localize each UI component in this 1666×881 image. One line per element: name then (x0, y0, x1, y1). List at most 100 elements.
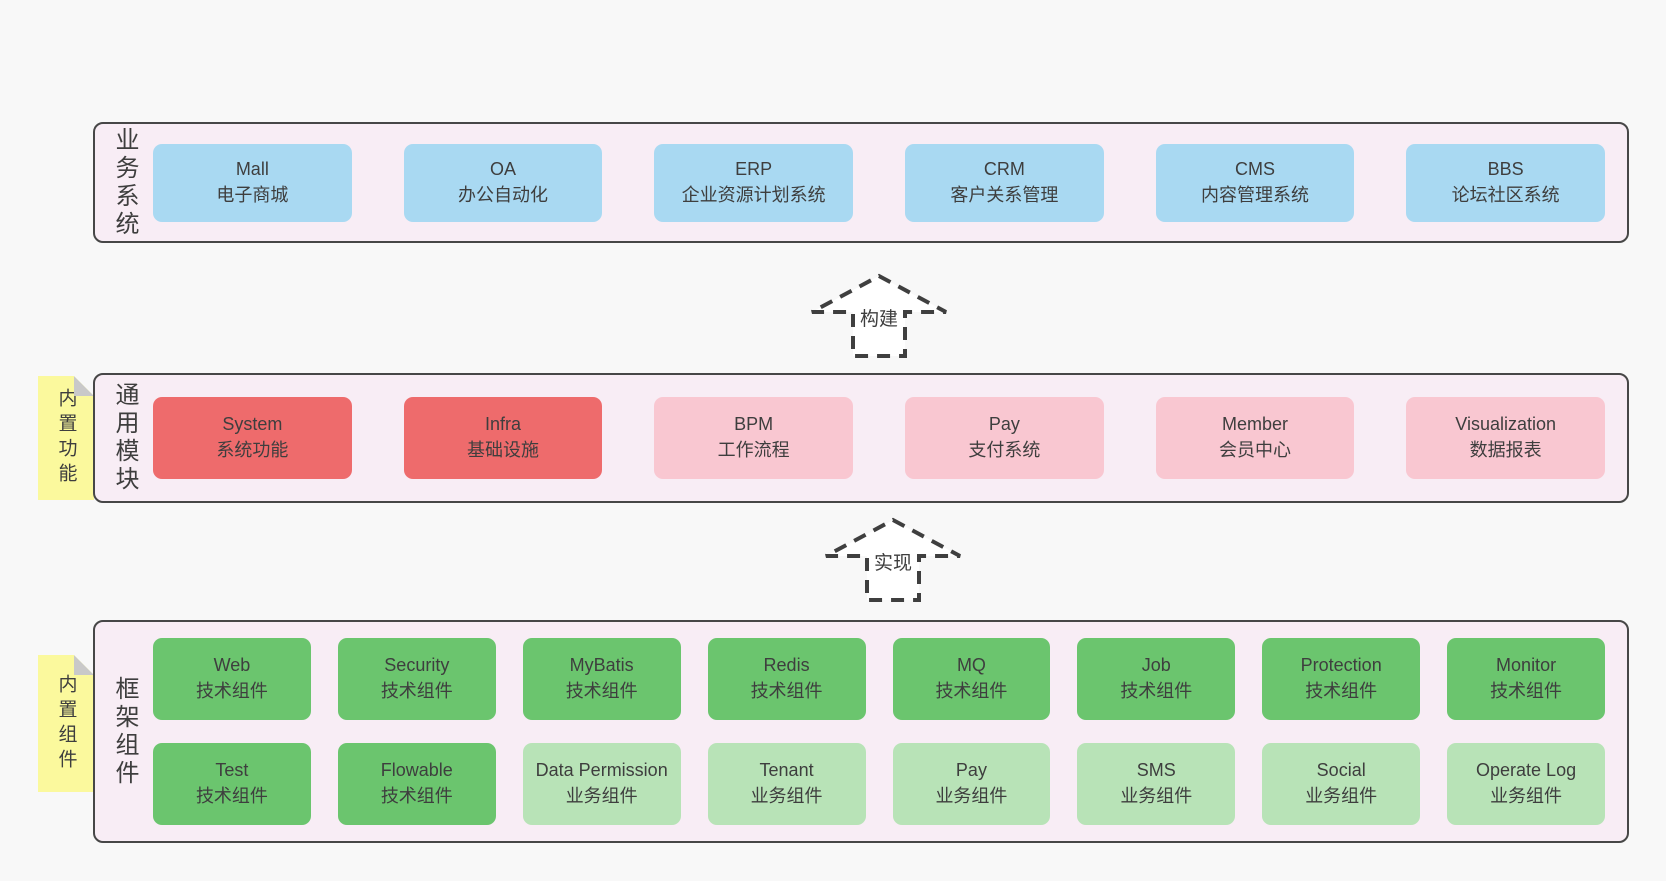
box-subtitle: 技术组件 (935, 681, 1008, 701)
box-subtitle: 技术组件 (195, 681, 268, 701)
box-mq: MQ 技术组件 (892, 638, 1051, 720)
box-subtitle: 工作流程 (717, 440, 790, 460)
arrow-implement: 实现 (823, 517, 963, 603)
box-name: MyBatis (569, 655, 634, 676)
box-subtitle: 业务组件 (1120, 786, 1193, 806)
box-subtitle: 论坛社区系统 (1451, 184, 1560, 205)
box-member: Member 会员中心 (1155, 397, 1355, 479)
band-label-text: 通用模块 (111, 382, 138, 494)
sticky-built-in-components: 内置组件 (38, 655, 94, 792)
box-name: Pay (988, 414, 1020, 435)
box-subtitle: 技术组件 (1305, 681, 1378, 701)
box-subtitle: 基础设施 (466, 440, 539, 460)
box-social: Social 业务组件 (1262, 743, 1421, 825)
box-name: Social (1316, 760, 1366, 781)
box-subtitle: 业务组件 (1490, 786, 1563, 806)
box-sms: SMS 业务组件 (1077, 743, 1236, 825)
box-name: OA (489, 158, 516, 179)
box-test: Test 技术组件 (153, 743, 311, 825)
box-subtitle: 技术组件 (565, 681, 638, 701)
box-oa: OA 办公自动化 (403, 143, 603, 222)
folded-corner-icon (74, 655, 94, 675)
box-subtitle: 办公自动化 (457, 184, 548, 205)
box-data-permission: Data Permission 业务组件 (522, 743, 681, 825)
box-cms: CMS 内容管理系统 (1155, 143, 1355, 222)
box-name: Flowable (380, 760, 453, 781)
box-name: Visualization (1455, 414, 1557, 435)
box-bbs: BBS 论坛社区系统 (1406, 143, 1605, 222)
box-redis: Redis 技术组件 (707, 638, 866, 720)
box-name: System (222, 414, 283, 435)
band-framework-components: 框架组件 Web 技术组件 Security 技术组件 MyBatis 技术组件… (93, 620, 1629, 843)
box-subtitle: 技术组件 (195, 786, 268, 806)
box-bpm: BPM 工作流程 (654, 397, 853, 479)
box-name: Web (213, 655, 251, 676)
box-name: Tenant (759, 760, 814, 781)
box-mall: Mall 电子商城 (153, 143, 352, 222)
band-label-text: 业务系统 (111, 126, 138, 239)
box-name: SMS (1136, 760, 1176, 781)
box-tenant: Tenant 业务组件 (707, 743, 866, 825)
sticky-built-in-features: 内置功能 (38, 376, 94, 500)
band-label-components: 框架组件 (95, 622, 153, 841)
box-subtitle: 业务组件 (565, 786, 638, 806)
up-block-arrow-icon: 实现 (825, 517, 961, 602)
box-mybatis: MyBatis 技术组件 (522, 638, 681, 720)
box-subtitle: 内容管理系统 (1200, 184, 1309, 205)
box-infra: Infra 基础设施 (403, 397, 603, 479)
box-name: Infra (484, 414, 521, 435)
box-name: CRM (983, 158, 1025, 179)
box-name: Member (1221, 414, 1288, 435)
box-protection: Protection 技术组件 (1262, 638, 1421, 720)
box-name: CMS (1234, 158, 1275, 179)
business-boxes: Mall 电子商城 OA 办公自动化 ERP 企业资源计划系统 CRM 客户关系… (153, 124, 1627, 241)
box-subtitle: 数据报表 (1469, 440, 1542, 460)
band-label-text: 框架组件 (111, 675, 138, 788)
band-business-systems: 业务系统 Mall 电子商城 OA 办公自动化 ERP 企业资源计划系统 CRM… (93, 122, 1629, 243)
box-subtitle: 系统功能 (216, 440, 289, 460)
module-boxes: System 系统功能 Infra 基础设施 BPM 工作流程 Pay 支付系统… (153, 375, 1627, 501)
box-subtitle: 业务组件 (750, 786, 823, 806)
box-name: Mall (235, 158, 269, 179)
box-subtitle: 电子商城 (216, 184, 289, 205)
box-name: Pay (955, 760, 987, 781)
box-erp: ERP 企业资源计划系统 (654, 143, 853, 222)
box-subtitle: 客户关系管理 (950, 184, 1059, 205)
band-common-modules: 通用模块 System 系统功能 Infra 基础设施 BPM 工作流程 Pay… (93, 373, 1629, 503)
folded-corner-icon (74, 376, 94, 396)
box-operate-log: Operate Log 业务组件 (1447, 743, 1605, 825)
sticky-label: 内置功能 (55, 388, 77, 488)
box-web: Web 技术组件 (153, 638, 311, 720)
arrow-build-label: 构建 (860, 308, 898, 330)
box-subtitle: 支付系统 (968, 440, 1041, 460)
box-subtitle: 企业资源计划系统 (681, 184, 826, 205)
box-subtitle: 会员中心 (1218, 440, 1291, 460)
box-name: BBS (1487, 158, 1524, 179)
box-name: Operate Log (1476, 760, 1577, 781)
box-name: BPM (734, 414, 774, 435)
arrow-implement-label: 实现 (874, 552, 912, 574)
box-flowable: Flowable 技术组件 (337, 743, 496, 825)
box-name: MQ (956, 655, 986, 676)
band-label-business: 业务系统 (95, 124, 153, 241)
up-block-arrow-icon: 构建 (811, 273, 947, 358)
box-subtitle: 技术组件 (750, 681, 823, 701)
box-visualization: Visualization 数据报表 (1406, 397, 1605, 479)
box-pay-component: Pay 业务组件 (892, 743, 1051, 825)
box-security: Security 技术组件 (337, 638, 496, 720)
box-name: Test (215, 760, 249, 781)
box-name: ERP (735, 158, 773, 179)
box-crm: CRM 客户关系管理 (905, 143, 1104, 222)
box-subtitle: 业务组件 (935, 786, 1008, 806)
box-subtitle: 技术组件 (380, 681, 453, 701)
box-name: Protection (1300, 655, 1382, 676)
box-name: Security (384, 655, 450, 676)
box-pay-module: Pay 支付系统 (905, 397, 1104, 479)
sticky-label: 内置组件 (55, 673, 77, 774)
box-name: Data Permission (535, 760, 668, 781)
box-job: Job 技术组件 (1077, 638, 1236, 720)
box-name: Monitor (1496, 655, 1557, 676)
box-subtitle: 业务组件 (1305, 786, 1378, 806)
box-subtitle: 技术组件 (1120, 681, 1193, 701)
band-label-modules: 通用模块 (95, 375, 153, 501)
